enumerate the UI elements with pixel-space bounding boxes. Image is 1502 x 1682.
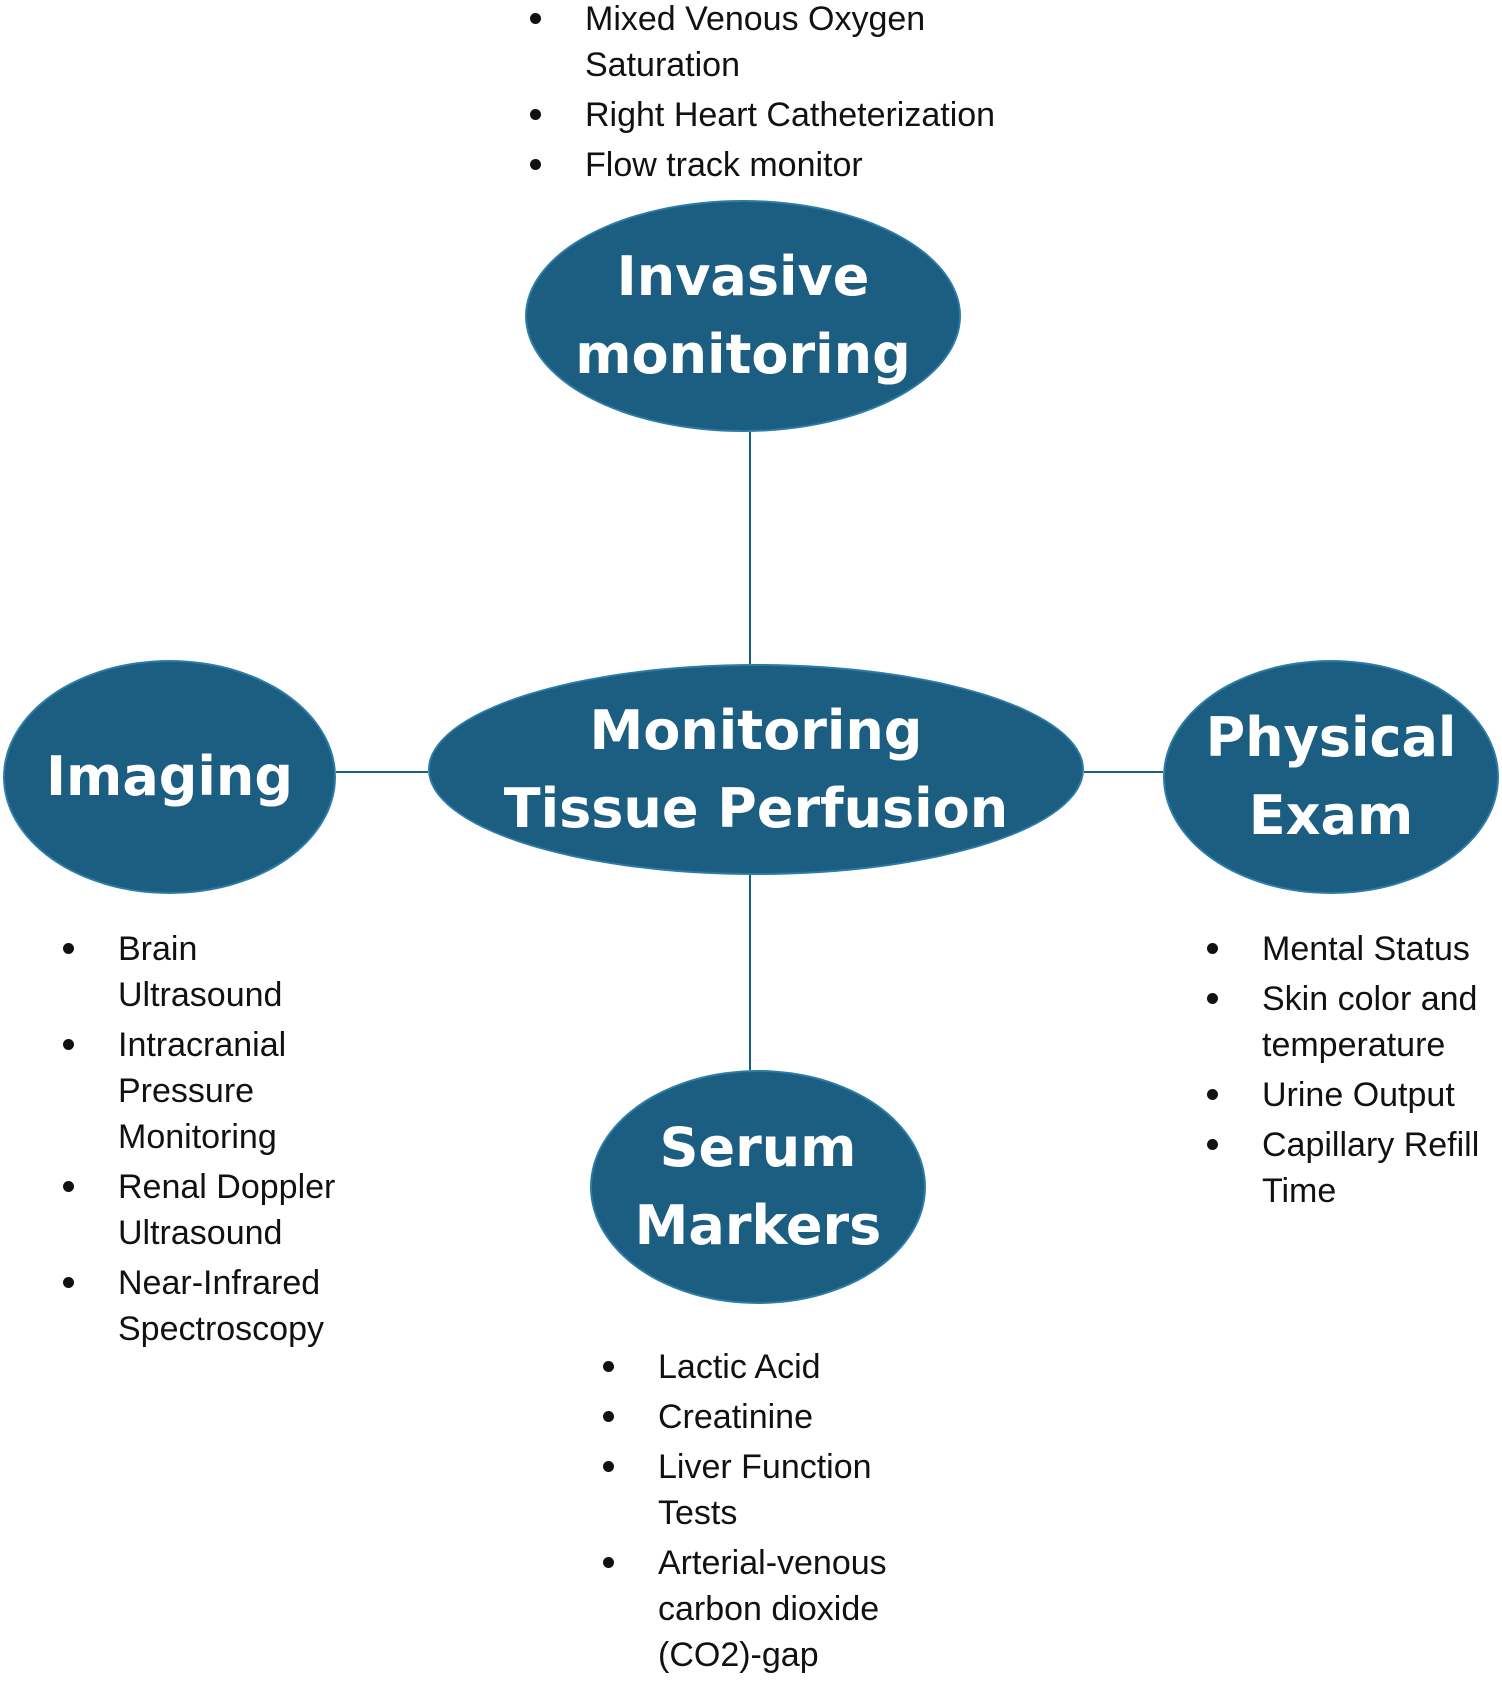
node-label-line: monitoring	[575, 323, 911, 386]
physical-exam-list: Mental Status Skin color and temperature…	[1202, 926, 1502, 1218]
node-invasive-monitoring: Invasive monitoring	[525, 200, 961, 432]
node-serum-markers: Serum Markers	[590, 1070, 926, 1304]
invasive-monitoring-list: Mixed Venous Oxygen Saturation Right Hea…	[525, 0, 1105, 192]
node-label-line: Tissue Perfusion	[503, 776, 1009, 840]
node-label-line: Serum	[659, 1116, 857, 1179]
node-label-line: Markers	[634, 1194, 882, 1257]
list-item: Intracranial Pressure Monitoring	[63, 1022, 318, 1160]
imaging-list: Brain Ultrasound Intracranial Pressure M…	[58, 926, 438, 1356]
list-item: Liver Function Tests	[603, 1444, 898, 1536]
node-imaging: Imaging	[3, 660, 336, 894]
node-label-line: Invasive	[616, 245, 870, 308]
node-monitoring-tissue-perfusion: Monitoring Tissue Perfusion	[428, 664, 1084, 875]
list-item: Mental Status	[1207, 926, 1502, 972]
list-item: Lactic Acid	[603, 1344, 988, 1390]
list-item: Capillary Refill Time	[1207, 1122, 1500, 1214]
node-physical-exam: Physical Exam	[1163, 660, 1499, 894]
list-item: Brain Ultrasound	[63, 926, 318, 1018]
node-label-line: Exam	[1248, 784, 1414, 847]
list-item: Flow track monitor	[530, 142, 1105, 188]
list-item: Skin color and temperature	[1207, 976, 1500, 1068]
node-label-line: Physical	[1205, 706, 1457, 769]
node-label-line: Monitoring	[589, 698, 923, 762]
node-label-line: Imaging	[45, 745, 294, 808]
list-item: Urine Output	[1207, 1072, 1502, 1118]
list-item: Right Heart Catheterization	[530, 92, 1105, 138]
list-item: Creatinine	[603, 1394, 988, 1440]
list-item: Mixed Venous Oxygen Saturation	[530, 0, 985, 88]
serum-markers-list: Lactic Acid Creatinine Liver Function Te…	[598, 1344, 988, 1682]
list-item: Arterial-venous carbon dioxide (CO2)-gap	[603, 1540, 908, 1678]
list-item: Renal Doppler Ultrasound	[63, 1164, 358, 1256]
list-item: Near-Infrared Spectroscopy	[63, 1260, 358, 1352]
